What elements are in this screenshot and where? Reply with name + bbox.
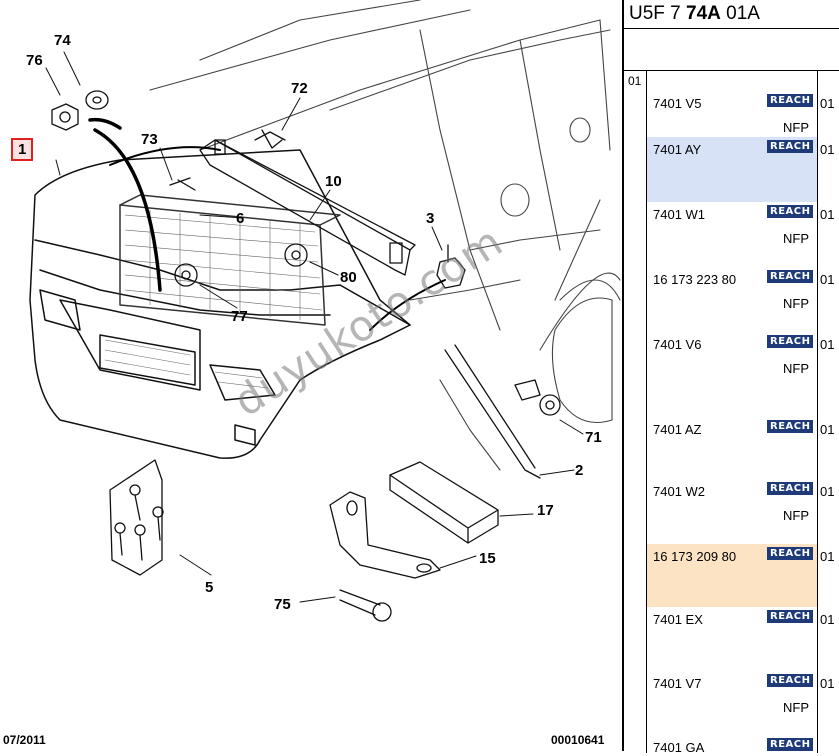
callout-2[interactable]: 2 [575,462,584,479]
part-ref: 7401 V6 [653,337,702,352]
beam-part [199,139,416,276]
footer-date: 07/2011 [3,733,46,747]
part-qty: 01 [820,612,835,627]
callout-75[interactable]: 75 [274,596,291,613]
callout-6[interactable]: 6 [236,210,245,227]
callout-71[interactable]: 71 [585,429,602,446]
part-row[interactable]: 7401 V7 REACH NFP 01 [647,671,834,735]
part-row[interactable]: 16 173 223 80 REACH NFP 01 [647,267,834,332]
group-label: 01 [628,74,642,88]
callout-73[interactable]: 73 [141,131,158,148]
group-column: 01 [624,71,647,753]
part-qty: 01 [820,96,835,111]
panel-header-gap [624,29,839,71]
part-qty: 01 [820,676,835,691]
callout-80[interactable]: 80 [340,269,357,286]
part-ref: 7401 W1 [653,207,706,222]
rod-part [444,344,541,479]
nfp-label: NFP [783,700,809,715]
part-ref: 7401 AZ [653,422,702,437]
nfp-label: NFP [783,296,809,311]
bumper-shape [29,149,411,459]
reach-badge: REACH [767,482,814,495]
part-row[interactable]: 7401 V5 REACH NFP 01 [647,71,834,137]
reach-badge: REACH [767,674,814,687]
reach-badge: REACH [767,547,814,560]
parts-panel: U5F 7 74A 01A 01 7401 V5 REACH NFP 01 74… [622,0,839,753]
title-prefix: U5F 7 [629,3,687,24]
qty-divider [817,71,818,753]
nfp-label: NFP [783,361,809,376]
diagram-drawing [29,0,621,622]
part-qty: 01 [820,337,835,352]
part-row[interactable]: 7401 W1 REACH NFP 01 [647,202,834,267]
nfp-label: NFP [783,120,809,135]
part-qty: 01 [820,422,835,437]
callout-77[interactable]: 77 [231,308,248,325]
callout-72[interactable]: 72 [291,80,308,97]
reach-badge: REACH [767,205,814,218]
mesh-grilles [104,209,323,389]
part-row[interactable]: 7401 V6 REACH NFP 01 [647,332,834,417]
reach-badge: REACH [767,738,814,751]
part-ref: 7401 V7 [653,676,702,691]
bracket-part [329,491,441,579]
fastener-parts [51,90,561,622]
part-ref: 7401 GA [653,740,705,753]
reach-badge: REACH [767,610,814,623]
callout-3[interactable]: 3 [426,210,435,227]
part-ref: 7401 EX [653,612,703,627]
nfp-label: NFP [783,508,809,523]
callout-15[interactable]: 15 [479,550,496,567]
screw-kit-part [109,459,163,576]
part-ref: 16 173 209 80 [653,549,737,564]
reach-badge: REACH [767,140,814,153]
title-suffix: 01A [720,3,760,24]
panel-title: U5F 7 74A 01A [624,0,839,29]
part-row[interactable]: 16 173 209 80 REACH 01 [647,544,834,607]
nfp-label: NFP [783,231,809,246]
callout-76[interactable]: 76 [26,52,43,69]
part-qty: 01 [820,142,835,157]
part-ref: 7401 V5 [653,96,702,111]
part-qty: 01 [820,549,835,564]
callout-17[interactable]: 17 [537,502,554,519]
part-ref: 7401 AY [653,142,702,157]
part-row[interactable]: 7401 W2 REACH NFP 01 [647,479,834,544]
car-body-outline [149,0,621,471]
callout-10[interactable]: 10 [325,173,342,190]
part-qty: 01 [820,207,835,222]
title-bold: 74A [686,3,721,24]
reach-badge: REACH [767,420,814,433]
footer-code: 00010641 [551,733,605,747]
part-ref: 7401 W2 [653,484,706,499]
callout-5[interactable]: 5 [205,579,214,596]
callout-74[interactable]: 74 [54,32,71,49]
part-row[interactable]: 7401 AZ REACH 01 [647,417,834,479]
part-qty: 01 [820,272,835,287]
pad-part [389,461,499,544]
part-row[interactable]: 7401 EX REACH 01 [647,607,834,671]
part-qty: 01 [820,484,835,499]
part-row[interactable]: 7401 GA REACH 01 [647,735,817,753]
reach-badge: REACH [767,94,814,107]
reach-badge: REACH [767,270,814,283]
part-ref: 16 173 223 80 [653,272,737,287]
part-row[interactable]: 7401 AY REACH 01 [647,137,834,202]
reach-badge: REACH [767,335,814,348]
parts-diagram: 1 74 76 72 73 10 6 3 80 77 71 2 17 15 5 … [3,0,621,747]
callout-1[interactable]: 1 [11,138,34,161]
